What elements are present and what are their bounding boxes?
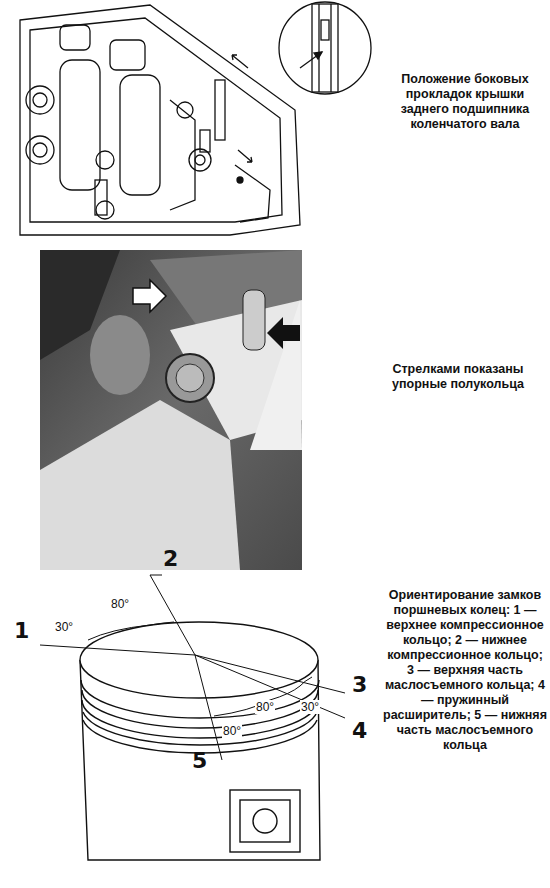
callout-number: 2: [163, 546, 178, 572]
engine-block: [20, 5, 300, 235]
photo: [40, 250, 302, 570]
caption: Стрелками показаны упорные полукольца: [372, 362, 544, 392]
leader-lines: [40, 575, 345, 760]
callout-number: 3: [352, 672, 367, 698]
callout-number: 5: [192, 748, 207, 774]
callout-number: 1: [14, 618, 29, 644]
angle-dimension: 30°: [54, 620, 74, 634]
angle-dimension: 80°: [255, 700, 275, 714]
angle-dimension: 80°: [110, 597, 130, 611]
piston: [80, 622, 320, 860]
gasket-inset: [279, 2, 371, 94]
caption: Ориентирование замков поршневых колец: 1…: [383, 588, 547, 753]
caption: Положение боковых прокладок крышки задне…: [385, 72, 545, 132]
angle-dimension: 80°: [222, 724, 242, 738]
callout-number: 4: [352, 718, 367, 744]
angle-dimension: 30°: [300, 700, 320, 714]
